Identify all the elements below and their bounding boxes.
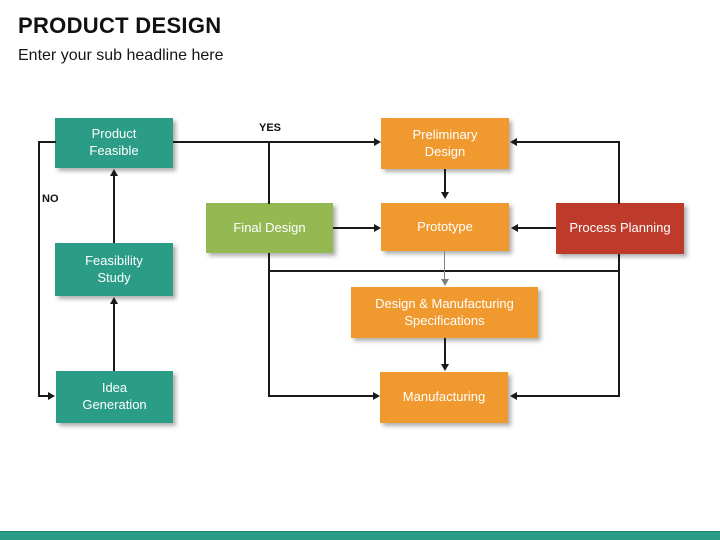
- arrowhead-up-icon: [110, 297, 118, 304]
- connector-line: [618, 141, 620, 204]
- connector-line: [517, 227, 556, 229]
- arrowhead-up-icon: [110, 169, 118, 176]
- connector-line: [113, 176, 115, 243]
- node-design-manufacturing-specifications: Design & Manufacturing Specifications: [351, 287, 538, 338]
- arrowhead-right-icon: [373, 392, 380, 400]
- node-prototype: Prototype: [381, 203, 509, 251]
- page-title: PRODUCT DESIGN: [18, 13, 222, 38]
- node-manufacturing: Manufacturing: [380, 372, 508, 423]
- connector-line: [444, 169, 446, 192]
- arrowhead-left-icon: [511, 224, 518, 232]
- node-label: Product Feasible: [89, 126, 139, 158]
- connector-line: [173, 141, 376, 143]
- arrowhead-right-icon: [374, 138, 381, 146]
- node-preliminary-design: Preliminary Design: [381, 118, 509, 169]
- page-subtitle: Enter your sub headline here: [18, 47, 224, 64]
- connector-line: [38, 141, 40, 397]
- node-label: Manufacturing: [402, 389, 486, 405]
- node-label: Prototype: [417, 218, 473, 234]
- connector-line: [268, 395, 374, 397]
- arrowhead-down-icon: [441, 364, 449, 371]
- connector-line: [444, 338, 446, 365]
- node-feasibility-study: Feasibility Study: [55, 243, 173, 296]
- connector-line: [444, 251, 445, 279]
- connector-line: [39, 395, 49, 397]
- connector-line: [333, 227, 374, 229]
- arrowhead-right-icon: [374, 224, 381, 232]
- edge-label-yes: YES: [259, 122, 282, 134]
- connector-line: [517, 141, 620, 143]
- arrowhead-right-icon: [48, 392, 55, 400]
- connector-line: [517, 395, 620, 397]
- node-process-planning: Process Planning: [556, 203, 684, 254]
- arrowhead-left-icon: [510, 392, 517, 400]
- connector-line: [268, 253, 270, 397]
- node-label: Preliminary Design: [412, 126, 478, 159]
- node-label: Design & Manufacturing Specifications: [375, 295, 514, 328]
- node-label: Idea Generation: [82, 380, 147, 412]
- edge-label-no: NO: [42, 193, 59, 205]
- node-label: Final Design: [233, 219, 306, 235]
- node-label: Process Planning: [569, 220, 671, 236]
- node-idea-generation: Idea Generation: [56, 371, 173, 423]
- node-product-feasible: Product Feasible: [55, 118, 173, 168]
- connector-line: [113, 304, 115, 371]
- arrowhead-down-icon: [441, 279, 449, 286]
- footer-accent-bar: [0, 531, 720, 540]
- connector-line: [268, 141, 270, 204]
- node-label: Feasibility Study: [85, 252, 143, 285]
- node-final-design: Final Design: [206, 203, 333, 253]
- arrowhead-left-icon: [510, 138, 517, 146]
- connector-line: [39, 141, 56, 143]
- connector-line: [618, 254, 620, 397]
- arrowhead-down-icon: [441, 192, 449, 199]
